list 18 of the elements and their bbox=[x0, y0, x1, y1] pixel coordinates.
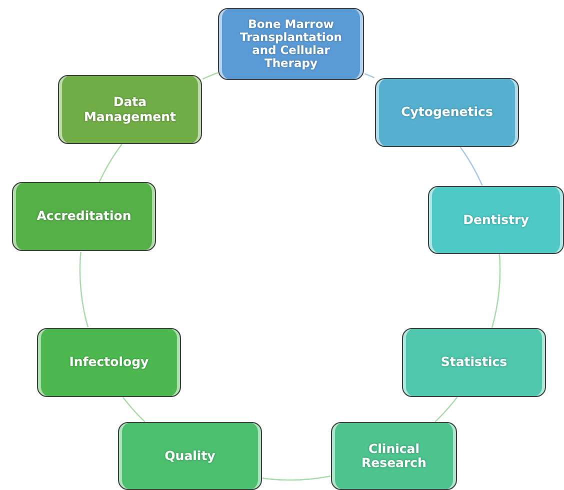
topic-box: Bone Marrow Transplantation and Cellular Therapy bbox=[218, 8, 364, 80]
connector-line bbox=[202, 72, 218, 80]
topic-box: Statistics bbox=[402, 328, 546, 397]
connector-line bbox=[460, 146, 483, 186]
connector-line bbox=[262, 475, 331, 481]
connector-line bbox=[122, 396, 146, 422]
connector-line bbox=[491, 254, 501, 328]
topic-box: Cytogenetics bbox=[375, 78, 519, 147]
connector-line bbox=[434, 396, 458, 422]
connector-line bbox=[98, 144, 122, 182]
topic-box: Infectology bbox=[37, 328, 181, 397]
connector-line bbox=[79, 252, 89, 328]
topic-box: Quality bbox=[118, 422, 262, 490]
connector-line bbox=[364, 73, 375, 78]
topic-box: Data Management bbox=[58, 75, 202, 144]
topic-box: Dentistry bbox=[428, 186, 564, 254]
topic-box: Clinical Research bbox=[331, 422, 457, 490]
topic-box: Accreditation bbox=[12, 182, 156, 251]
